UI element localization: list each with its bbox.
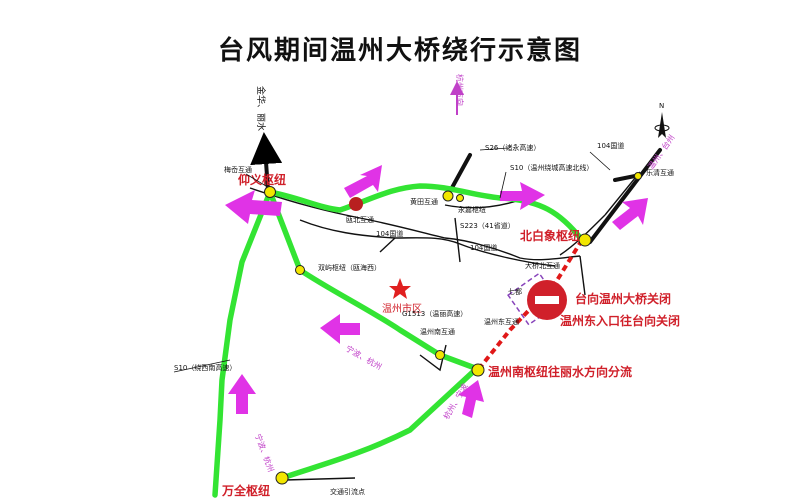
local-roads bbox=[249, 171, 641, 481]
node-wenzhounan-ic bbox=[435, 350, 445, 360]
label-yongjia: 永嘉枢纽 bbox=[458, 205, 486, 214]
node-wanquan bbox=[275, 471, 289, 485]
label-north: N bbox=[659, 102, 664, 110]
arrow-up-right-2 bbox=[612, 198, 648, 230]
expressways-black bbox=[250, 132, 662, 244]
arrow-left-upper bbox=[225, 190, 282, 224]
north-arrow-icon bbox=[654, 112, 670, 138]
city-label: 温州市区 bbox=[382, 302, 422, 315]
direction-ningbo-hz: 宁波、杭州 bbox=[344, 343, 384, 372]
label-s10n: S10（温州绕城高速北线） bbox=[510, 163, 593, 172]
page-title: 台风期间温州大桥绕行示意图 bbox=[217, 36, 582, 66]
label-s223: S223（41省道） bbox=[460, 221, 515, 230]
label-oubei: 瓯北互通 bbox=[346, 215, 374, 224]
direction-wanquan-up: 宁波、杭州 bbox=[253, 432, 276, 473]
node-wenzhounan bbox=[471, 363, 485, 377]
node-huangtian bbox=[442, 190, 454, 202]
arrow-left-mid bbox=[320, 314, 360, 344]
node-yongjia bbox=[456, 194, 464, 202]
label-s10w: S10（绕西南高速） bbox=[174, 363, 236, 372]
label-wenzhoudong: 温州东互通 bbox=[484, 317, 519, 326]
hub-wenzhounan: 温州南枢纽往丽水方向分流 bbox=[488, 364, 632, 379]
arrow-right-mid bbox=[500, 182, 545, 210]
arrow-up-left bbox=[228, 374, 256, 414]
label-shuangou: 双屿枢纽（瓯海西） bbox=[318, 263, 381, 272]
label-qidu: 七都 bbox=[508, 287, 522, 296]
label-104-b: 104国道 bbox=[470, 243, 497, 252]
direction-hangzhou: 杭州方向 bbox=[455, 74, 465, 106]
no-entry-icon bbox=[527, 280, 567, 320]
label-yueqing: 乐清互通 bbox=[646, 168, 674, 177]
notice-line-1: 台向温州大桥关闭 bbox=[575, 291, 671, 306]
node-yangyi bbox=[264, 186, 276, 198]
hub-wanquan: 万全枢纽 bbox=[221, 483, 270, 498]
notice-line-2: 温州东入口往台向关闭 bbox=[560, 313, 680, 328]
node-shuangou bbox=[295, 265, 305, 275]
node-oubei bbox=[349, 197, 363, 211]
label-daqiaobei: 大桥北互通 bbox=[525, 261, 560, 270]
hub-beibaixiang: 北白象枢纽 bbox=[520, 228, 580, 243]
direction-taizhou: 温州、台州 bbox=[645, 133, 676, 172]
label-huangtian: 黄田互通 bbox=[410, 197, 438, 206]
label-jiaotong: 交通引流点 bbox=[330, 487, 365, 496]
hub-yangyi: 仰义枢纽 bbox=[238, 172, 286, 187]
node-beibaixiang bbox=[578, 233, 592, 247]
label-meiyu: 梅岙互通 bbox=[224, 165, 252, 174]
direction-jinhua: 金华、丽水 bbox=[255, 86, 267, 131]
city-star-icon bbox=[389, 278, 411, 299]
arrow-up-right-3 bbox=[458, 380, 484, 418]
label-wenzhounan-ic: 温州南互通 bbox=[420, 327, 455, 336]
direction-arrows bbox=[225, 165, 648, 418]
label-104-c: 104国道 bbox=[597, 141, 624, 150]
arrow-up-right-1 bbox=[344, 165, 382, 198]
route-nodes bbox=[264, 172, 642, 485]
node-yueqing bbox=[634, 172, 642, 180]
label-g1513: G1513（温丽高速） bbox=[402, 309, 467, 318]
label-s26: S26（诸永高速） bbox=[485, 143, 540, 152]
label-104-a: 104国道 bbox=[376, 229, 403, 238]
green-detour-routes bbox=[212, 183, 585, 498]
